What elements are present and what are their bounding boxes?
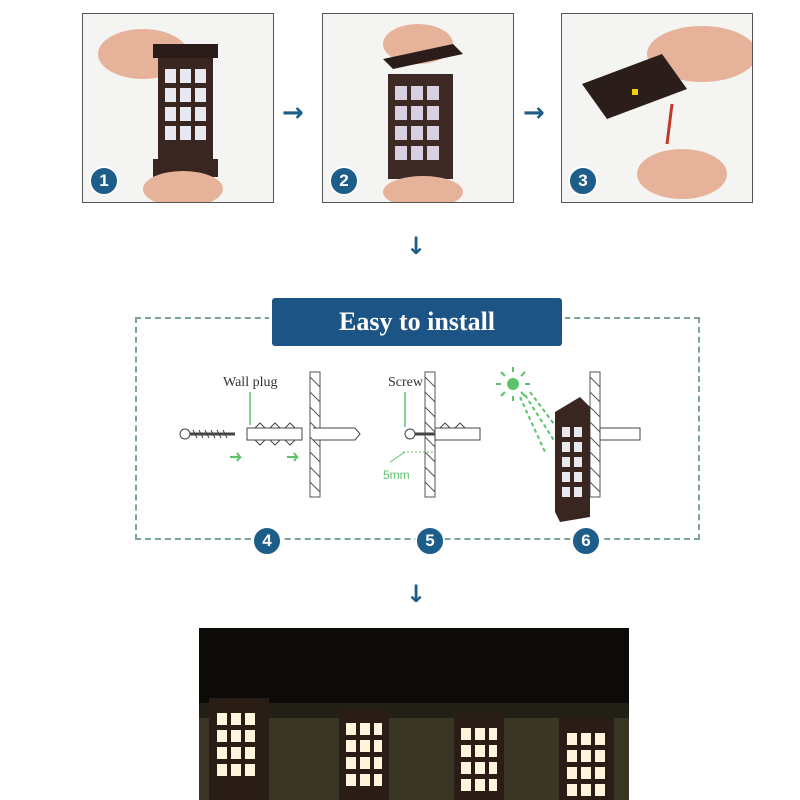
lamp-icon [555, 397, 590, 522]
step-badge: 1 [89, 166, 119, 196]
lamp-illustration [582, 26, 752, 199]
step-3-photo: 3 [561, 13, 753, 203]
lamp-illustration [383, 24, 463, 202]
wall-plug-label: Wall plug [223, 375, 278, 390]
screw-icon [179, 428, 235, 440]
wall-icon [589, 371, 601, 498]
step-badge: 6 [571, 526, 601, 556]
step-badge: 2 [329, 166, 359, 196]
arrow-right-icon: → [282, 98, 304, 128]
install-title-banner: Easy to install [272, 298, 562, 346]
arrow-down-icon: ↓ [406, 232, 427, 260]
step-badge: 3 [568, 166, 598, 196]
hole-icon [313, 427, 361, 441]
lamp-illustration [98, 29, 223, 202]
green-arrow-icon [287, 452, 299, 462]
screw-label: Screw [388, 375, 423, 390]
sun-icon [507, 378, 519, 390]
step-badge: 5 [415, 526, 445, 556]
step-badge: 4 [252, 526, 282, 556]
depth-label: 5mm [383, 468, 410, 482]
arrow-down-icon: ↓ [406, 580, 427, 608]
night-installation-photo [199, 628, 629, 800]
green-arrow-icon [230, 452, 242, 462]
install-diagram [179, 367, 641, 522]
arrow-right-icon: → [523, 98, 545, 128]
wall-plug-icon [434, 427, 481, 441]
step-1-photo: 1 [82, 13, 274, 203]
wall-plug-icon [246, 422, 303, 446]
step-2-photo: 2 [322, 13, 514, 203]
